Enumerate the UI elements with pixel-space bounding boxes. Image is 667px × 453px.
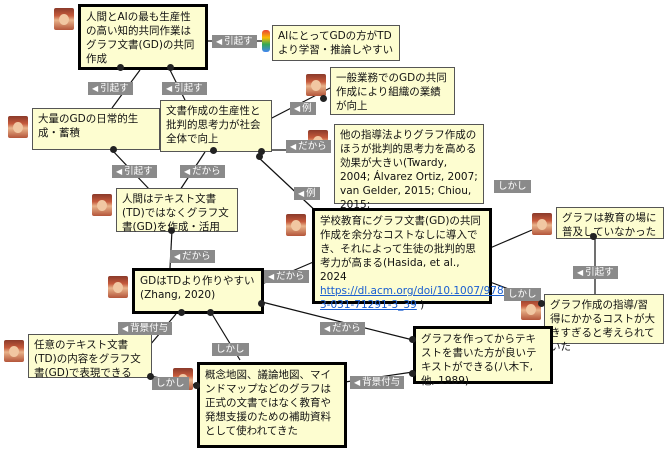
connector-dot xyxy=(409,336,416,343)
edge-label: ◀だから xyxy=(264,270,309,283)
connector-dot xyxy=(320,95,327,102)
connector-dot xyxy=(193,382,200,389)
edge-label: ◀背景付与 xyxy=(118,322,173,335)
author-avatar xyxy=(8,116,28,138)
node-text: グラフ作成の指導/習得にかかるコストが大きすぎると考えられていた xyxy=(550,299,655,353)
node-org-performance[interactable]: 一般業務でのGDの共同作成により組織の業績が向上 xyxy=(330,67,455,115)
node-text: 人間はテキスト文書(TD)ではなくグラフ文書(GD)を作成・活用 xyxy=(122,193,229,233)
author-avatar xyxy=(4,340,24,362)
node-text: 概念地図、議論地図、マインドマップなどのグラフは正式の文書ではなく教育や発想支援… xyxy=(205,369,331,437)
connector-dot xyxy=(110,146,117,153)
edge-label: ◀背景付与 xyxy=(350,376,405,389)
edge-label: しかし xyxy=(504,288,541,301)
reference-link[interactable]: https://dl.acm.org/doi/10.1007/978-3-031… xyxy=(320,285,508,311)
author-avatar xyxy=(92,194,112,216)
node-text: 任意のテキスト文書(TD)の内容をグラフ文書(GD)で表現できる xyxy=(34,339,141,379)
node-text-tail: ) xyxy=(420,299,425,311)
node-gd-daily[interactable]: 大量のGDの日常的生成・蓄積 xyxy=(32,108,160,150)
edge-n9-n8 xyxy=(489,229,533,249)
node-td-to-gd[interactable]: 任意のテキスト文書(TD)の内容をグラフ文書(GD)で表現できる xyxy=(28,334,152,379)
edge-label: ◀引起す xyxy=(162,82,207,95)
edge-label: ◀だから xyxy=(170,250,215,263)
edge-label: ◀引起す xyxy=(88,82,133,95)
edge-label: ◀だから xyxy=(286,140,331,153)
connector-dot xyxy=(117,64,124,71)
connector-dot xyxy=(147,373,154,380)
edge-n8-n5 xyxy=(257,156,321,216)
connector-dot xyxy=(538,300,545,307)
node-gd-easier[interactable]: GDはTDより作りやすい(Zhang, 2020) xyxy=(132,268,264,314)
author-avatar xyxy=(108,276,128,298)
node-text: 一般業務でのGDの共同作成により組織の業績が向上 xyxy=(336,72,447,112)
node-text: グラフは教育の場に普及していなかった xyxy=(562,212,657,238)
edge-label: ◀引起す xyxy=(573,266,618,279)
node-cost-too-high[interactable]: グラフ作成の指導/習得にかかるコストが大きすぎると考えられていた xyxy=(544,294,664,353)
connector-dot xyxy=(258,300,265,307)
edge-label: ◀引起す xyxy=(212,35,257,48)
node-claim-main[interactable]: 人間とAIの最も生産性の高い知的共同作業はグラフ文書(GD)の共同作成 xyxy=(78,4,208,70)
node-ai-learning[interactable]: AIにとってGDの方がTDより学習・推論しやすい xyxy=(272,25,400,61)
edge-label: ◀例 xyxy=(294,187,320,200)
edge-label: しかし xyxy=(494,180,531,193)
node-text: AIにとってGDの方がTDより学習・推論しやすい xyxy=(278,30,394,56)
author-avatar xyxy=(306,74,326,96)
connector-dot xyxy=(207,309,214,316)
node-text: 大量のGDの日常的生成・蓄積 xyxy=(38,113,139,139)
node-not-widespread[interactable]: グラフは教育の場に普及していなかった xyxy=(556,207,664,239)
node-text: GDはTDより作りやすい(Zhang, 2020) xyxy=(140,275,255,301)
node-text: グラフを作ってからテキストを書いた方が良いテキストができる(八木下, 他, 19… xyxy=(421,333,537,387)
edge-label: ◀だから xyxy=(180,165,225,178)
node-school-education[interactable]: 学校教育にグラフ文書(GD)の共同作成を余分なコストなしに導入でき、それによって… xyxy=(312,208,507,311)
author-avatar xyxy=(286,214,306,236)
node-text: 人間とAIの最も生産性の高い知的共同作業はグラフ文書(GD)の共同作成 xyxy=(86,11,195,65)
node-graph-first[interactable]: グラフを作ってからテキストを書いた方が良いテキストができる(八木下, 他, 19… xyxy=(413,326,553,387)
connector-dot xyxy=(210,147,217,154)
node-text: 学校教育にグラフ文書(GD)の共同作成を余分なコストなしに導入でき、それによって… xyxy=(320,215,481,283)
author-avatar xyxy=(521,298,541,320)
node-human-gd[interactable]: 人間はテキスト文書(TD)ではなくグラフ文書(GD)を作成・活用 xyxy=(116,188,238,233)
connector-dot xyxy=(178,309,185,316)
node-text: 他の指導法よりグラフ作成のほうが批判的思考力を高める効果が大きい(Twardy,… xyxy=(340,129,478,211)
node-graph-history[interactable]: 概念地図、議論地図、マインドマップなどのグラフは正式の文書ではなく教育や発想支援… xyxy=(197,362,347,448)
connector-dot xyxy=(256,153,263,160)
connector-dot xyxy=(590,233,597,240)
author-avatar xyxy=(532,213,552,235)
edge-n13-n10 xyxy=(261,301,414,341)
node-text: 文書作成の生産性と批判的思考力が社会全体で向上 xyxy=(166,105,261,145)
edge-label: ◀引起す xyxy=(112,165,157,178)
edge-label: しかし xyxy=(152,377,189,390)
node-graph-effect[interactable]: 他の指導法よりグラフ作成のほうが批判的思考力を高める効果が大きい(Twardy,… xyxy=(334,124,484,211)
edge-label: しかし xyxy=(212,343,249,356)
edge-label: ◀例 xyxy=(290,102,316,115)
connector-dot xyxy=(409,370,416,377)
edge-label: ◀だから xyxy=(320,322,365,335)
connector-dot xyxy=(258,148,265,155)
author-avatar xyxy=(54,8,74,30)
connector-dot xyxy=(168,227,175,234)
connector-dot xyxy=(167,64,174,71)
ai-logo-icon xyxy=(262,30,270,52)
node-productivity[interactable]: 文書作成の生産性と批判的思考力が社会全体で向上 xyxy=(160,100,272,152)
